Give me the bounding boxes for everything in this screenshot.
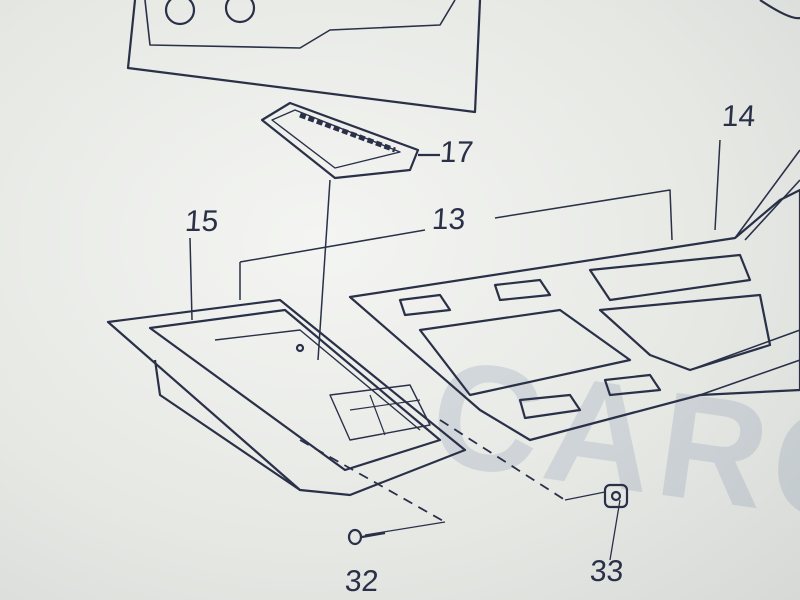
fastener-lines bbox=[299, 419, 566, 523]
part-32-screw bbox=[347, 528, 386, 546]
part-15-tray bbox=[106, 298, 467, 497]
callout-14: 14 bbox=[720, 100, 757, 133]
callout-13: 13 bbox=[430, 203, 467, 236]
part-17-switch-panel bbox=[260, 101, 440, 180]
part-33-nut bbox=[603, 483, 629, 509]
part-13-console-panel bbox=[348, 149, 800, 442]
callout-32: 32 bbox=[343, 565, 380, 598]
callout-33: 33 bbox=[588, 555, 625, 588]
callout-17: 17 bbox=[438, 136, 475, 169]
inset-detail-box bbox=[126, 0, 800, 114]
callout-15: 15 bbox=[183, 205, 220, 238]
